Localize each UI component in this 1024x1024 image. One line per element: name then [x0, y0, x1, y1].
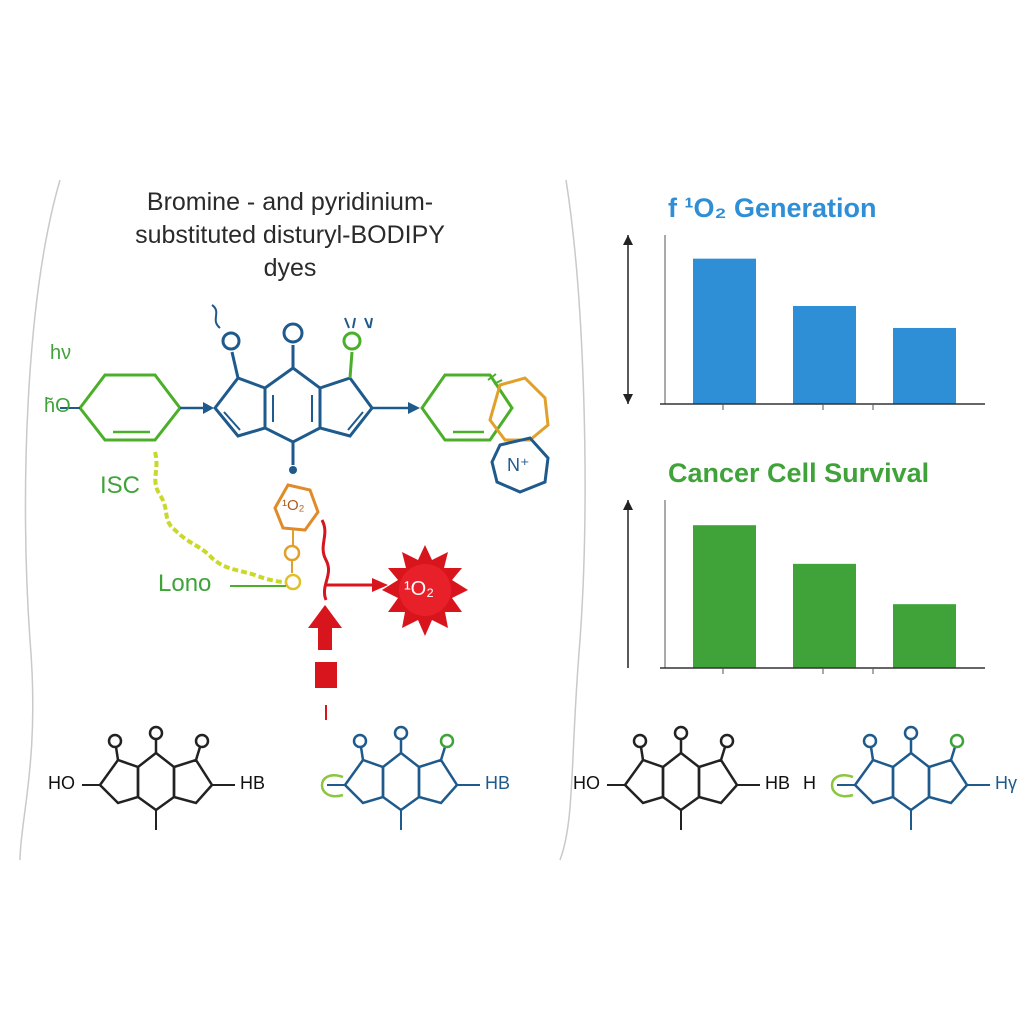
up-arrow [308, 605, 342, 650]
bottom-structure-2-right-label: HB [485, 773, 511, 793]
ring-o2-label: ¹O₂ [282, 497, 305, 514]
pyridinium-ring [490, 436, 550, 494]
chart-1-bar-1 [693, 258, 756, 404]
core-right-ring [318, 376, 374, 438]
chart-1-bar-2 [793, 305, 856, 404]
chart-1-bar-3 [893, 327, 956, 404]
bottom-structure-3 [607, 725, 760, 830]
chart-2-bar-3 [893, 604, 956, 668]
chart-2-bar-2 [793, 563, 856, 668]
title-line-3: dyes [263, 254, 317, 282]
oxygen-ring [273, 483, 320, 532]
bottom-structure-3-right-label: HB [765, 773, 791, 793]
chart-1-title: f ¹O₂ Generation [668, 193, 877, 223]
bottom-structure-4 [830, 725, 990, 830]
bottom-structure-4-left-label: H [803, 773, 816, 793]
macrocycle-ring [488, 376, 550, 442]
bottom-structure-3-left-label: HO [573, 773, 600, 793]
red-wavy-line [320, 519, 331, 601]
bottom-structure-1-left-label: HO [48, 773, 75, 793]
top-oxygen [282, 322, 304, 344]
title-line-1: Bromine - and pyridinium- [146, 188, 434, 216]
hv-label: hν [50, 342, 72, 364]
diagram-title: Bromine - and pyridinium- substituted di… [80, 186, 500, 285]
singlet-oxygen-label: ¹O₂ [404, 578, 434, 600]
pyridinium-n-label: N⁺ [507, 455, 530, 475]
h2o-label: h̃O [44, 395, 71, 417]
bottom-structure-1-right-label: HB [240, 773, 266, 793]
bottom-structure-2 [320, 725, 480, 830]
isc-label: ISC [100, 472, 141, 499]
right-phenyl-ring [420, 373, 514, 442]
title-line-2: substituted disturyl-BODIPY [135, 221, 445, 249]
lono-label: Lono [158, 570, 212, 597]
isc-wavy-line [153, 451, 287, 584]
bottom-structure-4-right-label: Hγ [995, 773, 1017, 793]
chart-2-title: Cancer Cell Survival [668, 458, 930, 488]
bottom-structure-1 [82, 725, 235, 830]
chart-2-bar-1 [693, 525, 756, 668]
